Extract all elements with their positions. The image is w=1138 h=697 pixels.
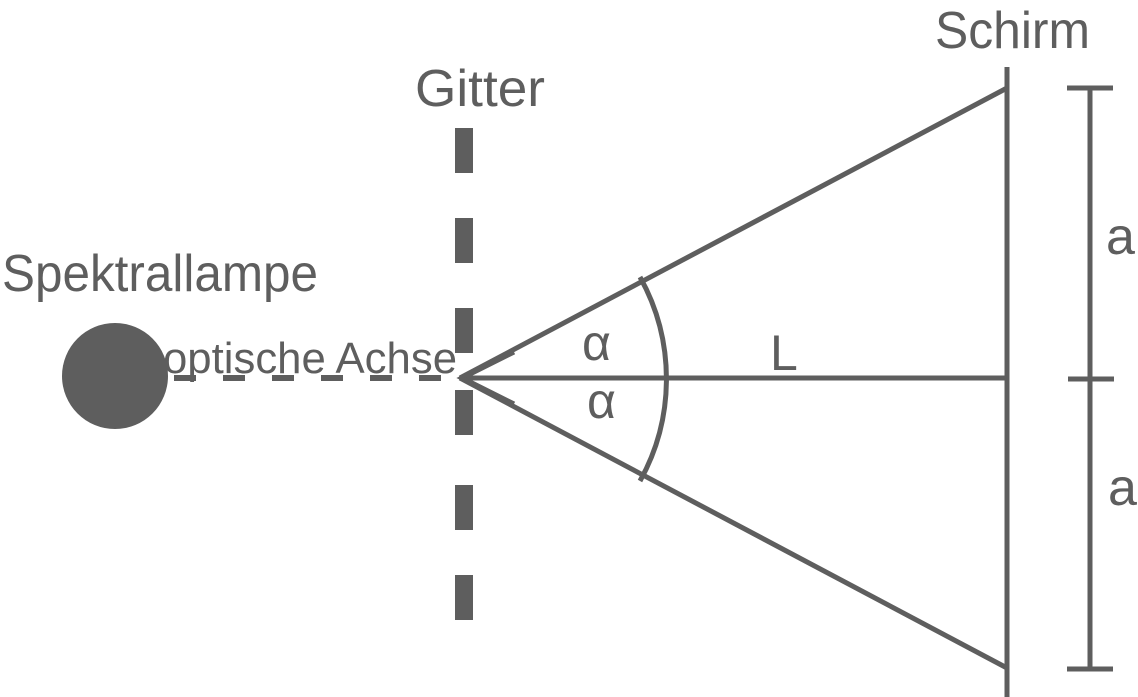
grating-dash xyxy=(455,575,473,620)
grating-label: Gitter xyxy=(415,60,545,118)
screen-label: Schirm xyxy=(935,2,1090,60)
lower-ray-line xyxy=(458,375,1009,671)
axis-length-label: L xyxy=(770,325,798,381)
grating-dash xyxy=(455,390,473,435)
optical-axis-label: optische Achse xyxy=(163,334,457,383)
grating-dash xyxy=(455,308,473,353)
upper-ray-line xyxy=(458,85,1009,381)
distance-lower-label: a xyxy=(1108,459,1137,517)
grating-dash xyxy=(455,218,473,263)
angle-arc xyxy=(637,275,669,483)
grating-dashed-bar xyxy=(455,128,473,620)
lamp-label: Spektrallampe xyxy=(2,245,318,303)
alpha-upper-label: α xyxy=(582,315,611,371)
spectral-lamp-circle xyxy=(62,323,168,429)
distance-upper-label: a xyxy=(1106,208,1135,266)
grating-dash xyxy=(455,128,473,173)
alpha-lower-label: α xyxy=(587,373,616,429)
grating-dash xyxy=(455,485,473,530)
distance-measurement-bar xyxy=(1067,85,1114,672)
